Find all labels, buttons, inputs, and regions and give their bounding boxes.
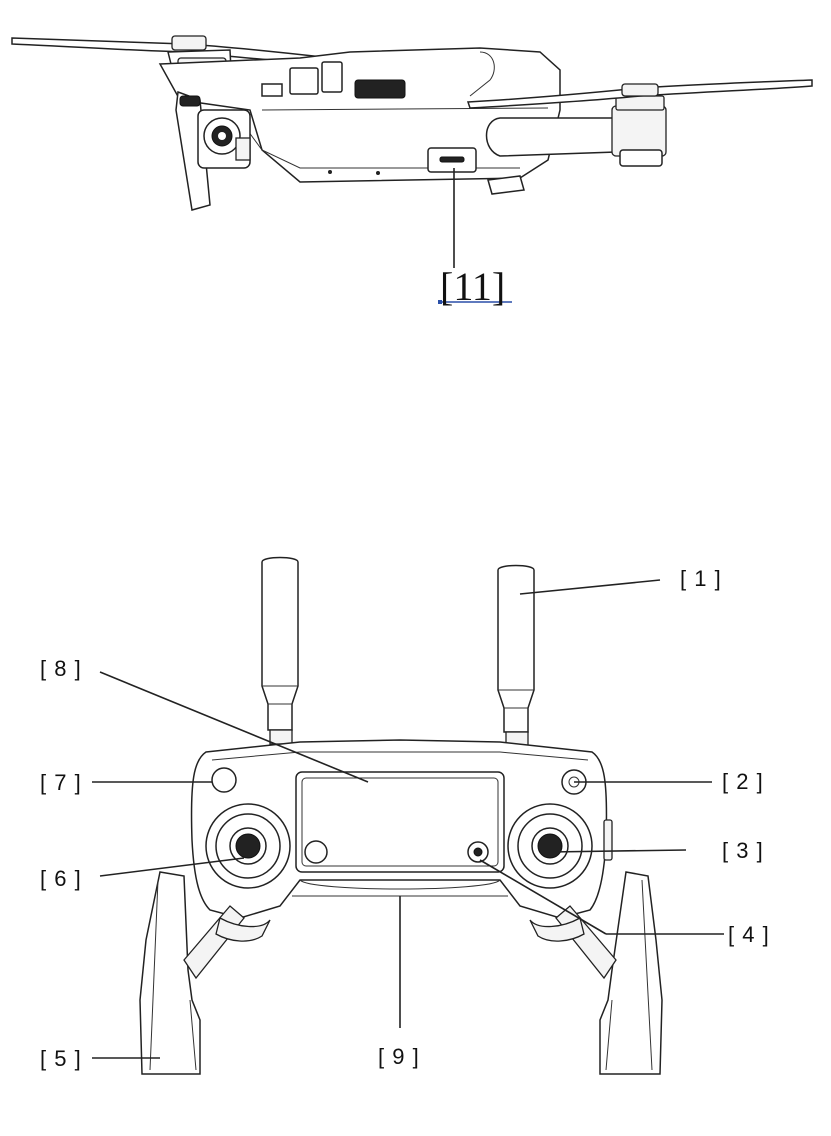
callout-label-4: [ 4 ] — [728, 922, 770, 947]
callout-line-1 — [520, 580, 660, 594]
callout-label-3: [ 3 ] — [722, 838, 764, 863]
callout-label-6: [ 6 ] — [40, 866, 82, 891]
power-button — [212, 768, 236, 792]
callout-label-2: [ 2 ] — [722, 769, 764, 794]
callout-label-11: [11] — [440, 264, 505, 309]
left-stick — [206, 804, 290, 888]
right-arm — [487, 118, 617, 156]
gimbal-camera — [198, 110, 250, 168]
right-clamp — [600, 872, 662, 1074]
callout-label-5: [ 5 ] — [40, 1046, 82, 1071]
callout-label-8: [ 8 ] — [40, 656, 82, 681]
right-antenna — [498, 566, 534, 733]
callout-label-1: [ 1 ] — [680, 566, 722, 591]
remote-illustration — [140, 558, 662, 1075]
left-clamp — [140, 872, 200, 1074]
callout-label-7: [ 7 ] — [40, 770, 82, 795]
right-stick — [508, 804, 592, 888]
callout-label-9: [ 9 ] — [378, 1044, 420, 1069]
vent-grille — [355, 80, 405, 98]
pause-button — [305, 841, 327, 863]
drone-illustration — [12, 36, 812, 210]
